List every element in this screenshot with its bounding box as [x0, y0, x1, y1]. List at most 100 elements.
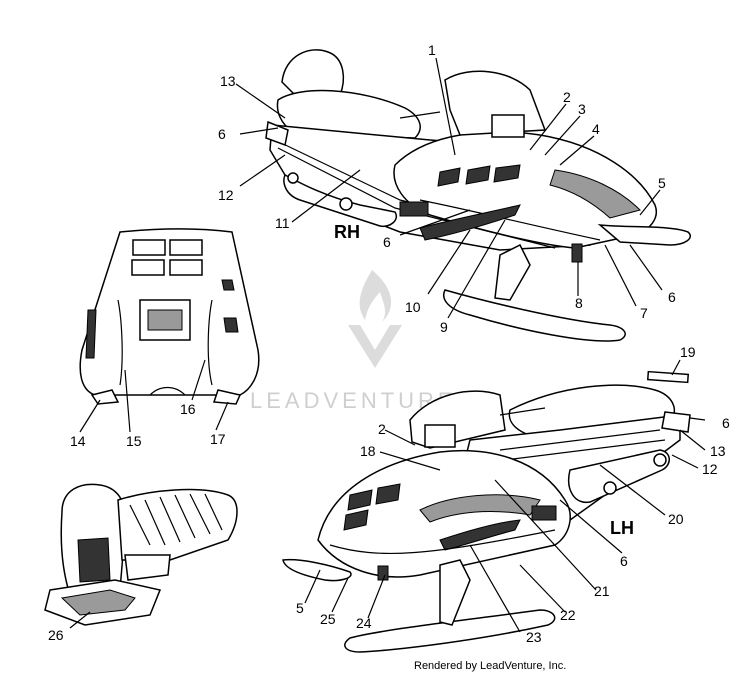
callout-7: 7 [640, 305, 648, 321]
watermark-text: LEADVENTURE [250, 388, 457, 413]
hood-vent-ml [131, 259, 165, 276]
callout-3: 3 [578, 101, 586, 117]
callout-16: 16 [180, 401, 196, 417]
rh-gauge [491, 114, 525, 138]
lh-gauge [424, 424, 456, 448]
callout-25: 25 [320, 611, 336, 627]
callout-6: 6 [620, 553, 628, 569]
hood-top-view [79, 228, 260, 405]
callout-6: 6 [383, 234, 391, 250]
callout-21: 21 [594, 583, 610, 599]
callout-12: 12 [702, 461, 718, 477]
lh-bumper-decal-24 [377, 565, 389, 581]
callout-13: 13 [220, 73, 236, 89]
hood-left-stripe [85, 309, 97, 359]
callout-18: 18 [360, 443, 376, 459]
seat-back-pad [77, 537, 111, 583]
seat-footrest-decal [60, 589, 136, 616]
callout-14: 14 [70, 433, 86, 449]
callout-19: 19 [680, 344, 696, 360]
callout-10: 10 [405, 299, 421, 315]
rh-side-label: RH [334, 222, 360, 242]
seat-rib-5 [189, 493, 211, 535]
seat-rib-2 [144, 499, 166, 546]
rh-snowmobile [265, 49, 691, 342]
callout-5: 5 [658, 175, 666, 191]
hood-vent-tl [132, 239, 166, 256]
seat-assembly [44, 483, 238, 626]
callout-23: 23 [526, 629, 542, 645]
callout-6: 6 [218, 126, 226, 142]
rh-hood-panel [549, 169, 641, 219]
hood-notch [149, 386, 186, 396]
seat-rib-1 [129, 504, 151, 546]
hood-vent-mr [169, 259, 203, 276]
rh-side-vent [399, 201, 429, 217]
hood-vent-tr [169, 239, 203, 256]
rh-handlebar [399, 111, 441, 119]
lh-ski-rear [344, 609, 556, 653]
rh-hood-vent-1 [437, 167, 461, 187]
rh-bogie-wheel [339, 197, 353, 211]
lh-stripe-20 [499, 429, 661, 451]
seat-rib-6 [204, 493, 223, 531]
lh-ski-front [282, 558, 352, 582]
callout-6: 6 [668, 289, 676, 305]
callout-labels: 1 2 3 4 5 6 6 6 7 8 9 10 11 12 13 14 15 … [48, 42, 730, 645]
lh-track [568, 449, 670, 504]
lh-hood-vent-2 [375, 483, 401, 505]
callout-5: 5 [296, 600, 304, 616]
callout-8: 8 [575, 295, 583, 311]
lh-rear-bumper [661, 411, 691, 433]
lh-handlebar [499, 407, 546, 416]
callout-17: 17 [210, 431, 226, 447]
lh-side-vent [531, 505, 557, 521]
lh-bogie-wheel [603, 481, 617, 495]
rh-bumper-decal-8 [571, 243, 583, 263]
rh-ski-right [597, 224, 691, 246]
lh-stripe-20b [504, 439, 666, 461]
render-credit: Rendered by LeadVenture, Inc. [414, 660, 566, 672]
lh-suspension [439, 559, 471, 626]
callout-12: 12 [218, 187, 234, 203]
seat-rib-4 [174, 494, 196, 539]
flame-icon [359, 270, 392, 322]
rh-hood-vent-2 [465, 165, 491, 185]
rh-suspension [494, 243, 531, 301]
callout-4: 4 [592, 121, 600, 137]
hood-right-stripe-2 [223, 317, 239, 333]
callout-6: 6 [722, 415, 730, 431]
rh-idler-wheel [287, 172, 299, 184]
lh-hood-vent-1 [347, 489, 373, 511]
callout-20: 20 [668, 511, 684, 527]
callout-26: 26 [48, 627, 64, 643]
lh-hood-vent-3 [343, 509, 369, 531]
lh-side-decal-23 [439, 519, 521, 551]
rh-side-decal-9 [419, 204, 521, 241]
hood-corner-left [90, 389, 120, 405]
hood-corner-right [212, 389, 242, 405]
callout-24: 24 [356, 615, 372, 631]
hood-right-contour [207, 299, 213, 386]
rh-seat [276, 89, 421, 139]
hood-right-stripe-1 [221, 279, 235, 291]
callout-1: 1 [428, 42, 436, 58]
hood-left-contour [117, 299, 123, 386]
chevron-v-icon [348, 325, 402, 368]
lh-snowmobile [282, 370, 691, 653]
callout-15: 15 [126, 433, 142, 449]
callout-2: 2 [563, 89, 571, 105]
seat-rib-3 [159, 496, 181, 543]
rh-ski-left [443, 289, 626, 342]
rh-hood-vent-3 [493, 164, 521, 183]
hood-center-decal [147, 309, 183, 331]
callout-13: 13 [710, 443, 726, 459]
callout-11: 11 [275, 215, 290, 231]
lh-hood-stripe [329, 529, 556, 555]
leader-lines [69, 57, 706, 633]
watermark: LEADVENTURE [250, 270, 457, 413]
callout-2: 2 [378, 421, 386, 437]
decal-19-sticker [646, 370, 690, 384]
rh-backrest [281, 49, 345, 101]
